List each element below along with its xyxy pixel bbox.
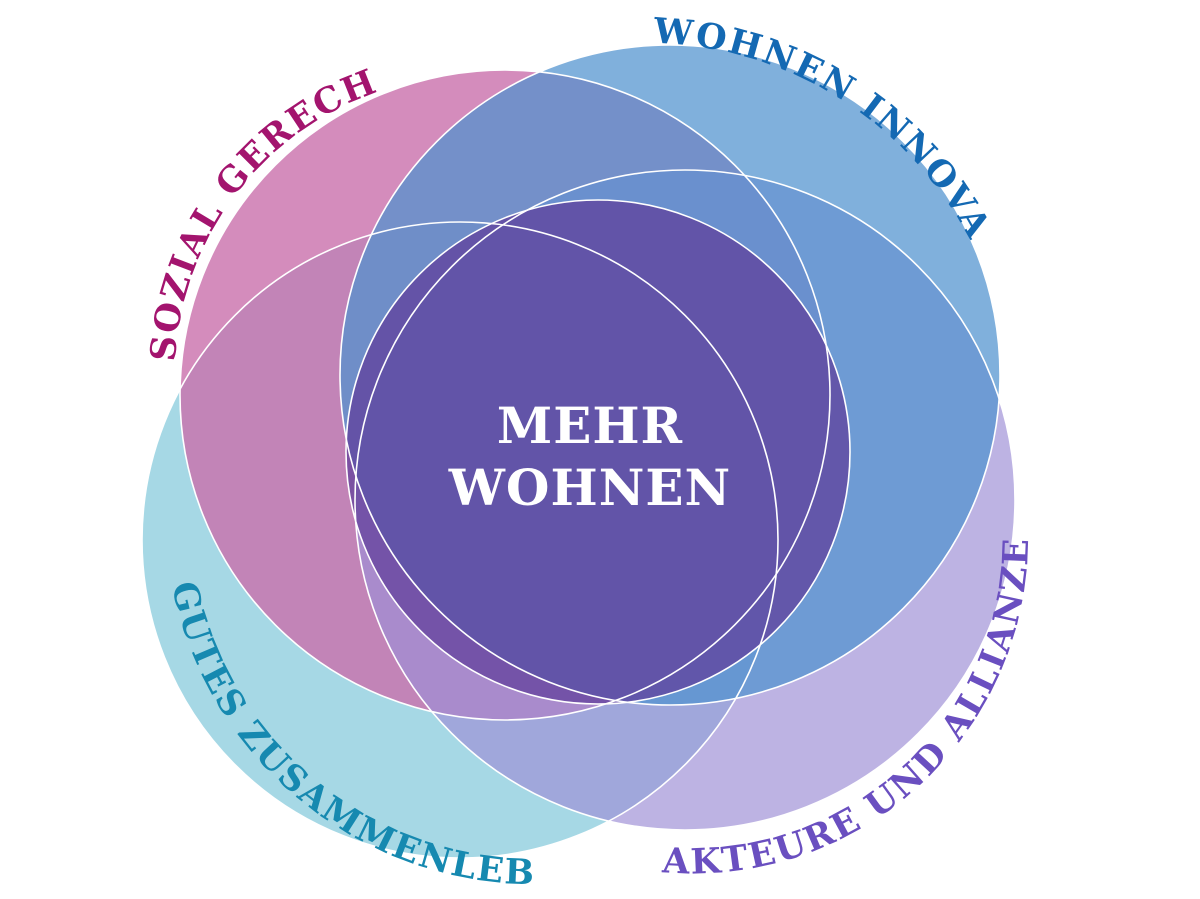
outline-wohnen — [339, 44, 1001, 706]
center-title-line1: MEHR — [497, 396, 683, 455]
circle-outlines — [141, 44, 1016, 859]
circles-group — [142, 45, 1015, 858]
outline-akteure — [354, 169, 1016, 831]
outline-core — [345, 199, 851, 705]
outline-sozial — [179, 69, 831, 721]
center-title-line2: WOHNEN — [448, 458, 731, 517]
circle-mehr-wohnen-core — [346, 200, 850, 704]
outline-gutes — [141, 221, 779, 859]
